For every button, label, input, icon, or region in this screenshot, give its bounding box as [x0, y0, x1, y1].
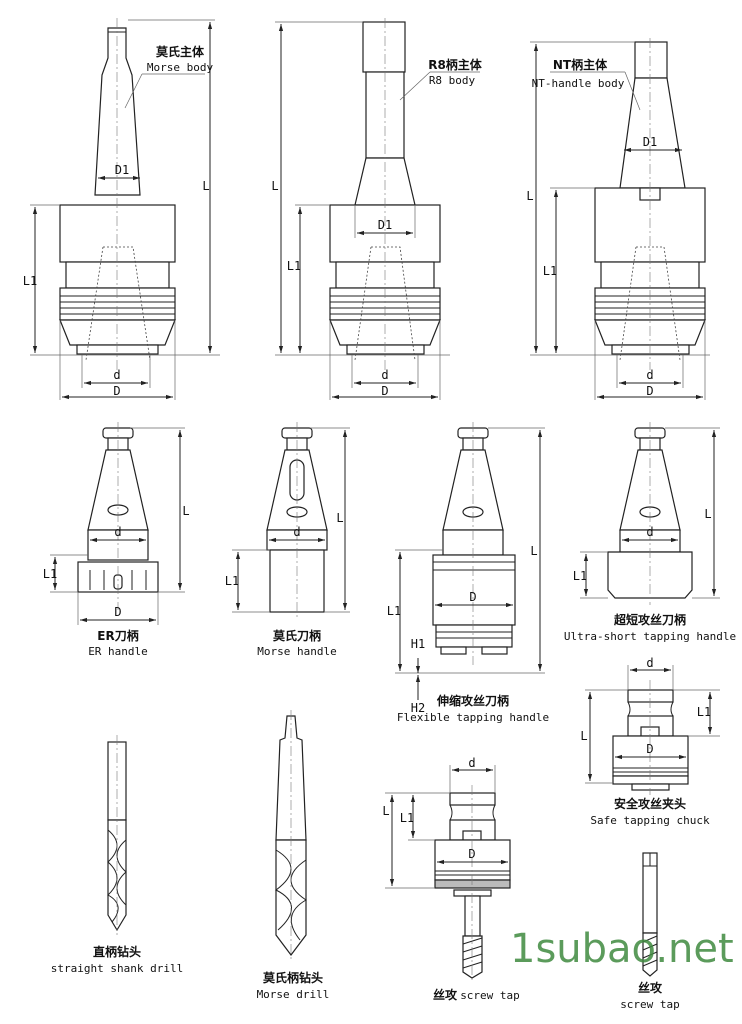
dim-label-L: L	[382, 804, 389, 818]
dim-label-L1: L1	[225, 574, 239, 588]
dim-label-d: d	[381, 368, 388, 382]
dim-label-L1: L1	[287, 259, 301, 273]
dim-label-L1: L1	[543, 264, 557, 278]
straight-shank-drill: 直柄钻头 straight shank drill	[51, 735, 183, 975]
dim-label-L1: L1	[43, 567, 57, 581]
dim-label-d: d	[114, 525, 121, 539]
dim-label-L1: L1	[573, 569, 587, 583]
dim-label-D: D	[381, 384, 388, 398]
dim-label-L: L	[526, 189, 533, 203]
dim-label-L1: L1	[23, 274, 37, 288]
screw-tap-1-label-cn: 丝攻	[433, 987, 458, 1002]
watermark: 1subao.net	[510, 926, 734, 972]
morse-drill-label-en: Morse drill	[257, 988, 330, 1001]
dim-label-D: D	[114, 605, 121, 619]
dim-label-L1: L1	[387, 604, 401, 618]
dim-label-d: d	[293, 525, 300, 539]
r8-body-chuck: D1 L L1 d D R8柄主体 R8 body	[271, 18, 483, 400]
morse-handle-label-en: Morse handle	[257, 645, 336, 658]
nt-body-label-en: NT-handle body	[532, 77, 625, 90]
safe-tapping-label-cn: 安全攻丝夹头	[614, 796, 686, 811]
straight-drill-label-cn: 直柄钻头	[93, 944, 141, 959]
straight-drill-label-en: straight shank drill	[51, 962, 183, 975]
dim-label-L: L	[271, 179, 278, 193]
dim-label-D: D	[113, 384, 120, 398]
dim-label-D1: D1	[378, 218, 392, 232]
dim-label-D: D	[469, 590, 476, 604]
morse-drill: 莫氏柄钻头 Morse drill	[257, 710, 330, 1001]
ultra-short-label-en: Ultra-short tapping handle	[564, 630, 736, 643]
morse-body-label-en: Morse body	[147, 61, 214, 74]
dim-label-D1: D1	[115, 163, 129, 177]
ultra-short-tapping-handle: L L1 d 超短攻丝刀柄 Ultra-short tapping handle	[564, 422, 736, 643]
nt-body-chuck: D1 L L1 d D NT柄主体 NT-handle body	[526, 38, 710, 400]
dim-label-d: d	[113, 368, 120, 382]
screw-tap-2-label-cn: 丝攻	[638, 980, 663, 995]
safe-tapping-label-en: Safe tapping chuck	[590, 814, 710, 827]
dim-label-D: D	[646, 384, 653, 398]
er-handle-label-cn: ER刀柄	[97, 628, 138, 643]
ultra-short-label-cn: 超短攻丝刀柄	[613, 612, 686, 627]
er-handle: L L1 d D ER刀柄 ER handle	[43, 422, 190, 658]
flexible-tapping-label-cn: 伸缩攻丝刀柄	[436, 693, 509, 708]
r8-body-label-en: R8 body	[429, 74, 476, 87]
screw-tap-1-label-en: screw tap	[460, 989, 520, 1002]
nt-body-label-cn: NT柄主体	[553, 57, 608, 72]
dim-label-L: L	[182, 504, 189, 518]
screw-tap-2-label-en: screw tap	[620, 998, 680, 1011]
flexible-tapping-label-en: Flexible tapping handle	[397, 711, 549, 724]
r8-body-label-cn: R8柄主体	[428, 57, 483, 72]
screw-tap: 丝攻 screw tap	[620, 852, 680, 1011]
dim-label-H1: H1	[411, 637, 425, 651]
screw-tap-assembly: d L L1 D 丝攻 screw tap	[382, 756, 519, 1002]
dim-label-d: d	[646, 368, 653, 382]
dim-label-L: L	[530, 544, 537, 558]
dim-label-L: L	[580, 729, 587, 743]
dim-label-L: L	[336, 511, 343, 525]
morse-body-chuck: D1 L L1 d D 莫氏主体 Morse body	[23, 18, 220, 400]
morse-drill-label-cn: 莫氏柄钻头	[263, 970, 323, 985]
dim-label-H2: H2	[411, 701, 425, 715]
morse-handle-label-cn: 莫氏刀柄	[273, 628, 321, 643]
dim-label-D1: D1	[643, 135, 657, 149]
dim-label-L1: L1	[400, 811, 414, 825]
morse-handle: L L1 d 莫氏刀柄 Morse handle	[225, 422, 350, 658]
dim-label-L: L	[202, 179, 209, 193]
dim-label-L: L	[704, 507, 711, 521]
dim-label-D: D	[646, 742, 653, 756]
safe-tapping-chuck: d L L1 D 安全攻丝夹头 Safe tapping chuck	[580, 656, 720, 827]
flexible-tapping-handle: L L1 H1 H2 D 伸缩攻丝刀柄 Flexible tapping han…	[387, 422, 549, 724]
dim-label-d: d	[468, 756, 475, 770]
dim-label-D: D	[468, 847, 475, 861]
morse-body-label-cn: 莫氏主体	[156, 44, 205, 59]
dim-label-L1: L1	[697, 705, 711, 719]
dim-label-d: d	[646, 656, 653, 670]
dim-label-d: d	[646, 525, 653, 539]
er-handle-label-en: ER handle	[88, 645, 148, 658]
